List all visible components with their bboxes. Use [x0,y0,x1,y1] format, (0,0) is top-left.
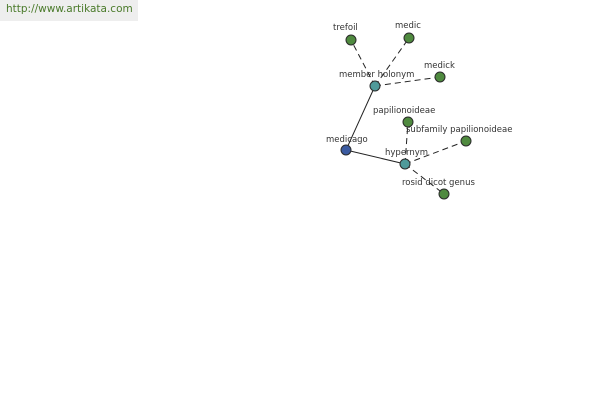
nodes-layer [340,32,472,200]
edges-layer [345,37,467,195]
node-label-trefoil[interactable]: trefoil [333,23,358,33]
node-label-member-holonym[interactable]: member holonym [339,70,414,80]
edge-hypernym-to-rosid-dicot-genus [404,163,445,195]
node-subfamily-papilionoideae[interactable] [460,135,472,147]
node-hypernym[interactable] [399,158,411,170]
node-rosid-dicot-genus[interactable] [438,188,450,200]
site-url-bar: http://www.artikata.com [0,0,138,21]
node-label-medicago[interactable]: medicago [326,135,368,145]
edge-hypernym-to-papilionoideae [404,121,409,165]
site-url-link[interactable]: http://www.artikata.com [6,3,133,15]
node-label-hypernym[interactable]: hypernym [385,148,428,158]
node-medic[interactable] [403,32,415,44]
node-label-papilionoideae[interactable]: papilionoideae [373,106,435,116]
labels-layer: medicago member holonym hypernym trefoil med… [326,21,512,188]
node-member-holonym[interactable] [369,80,381,92]
node-label-rosid-dicot-genus[interactable]: rosid dicot genus [402,178,475,188]
node-label-medic[interactable]: medic [395,21,421,31]
edge-member-holonym-to-trefoil [350,39,376,87]
edge-hypernym-to-subfamily-papilionoideae [404,140,467,165]
edge-member-holonym-to-medick [374,76,441,87]
edge-medicago-to-hypernym [345,149,406,165]
node-label-medick[interactable]: medick [424,61,455,71]
node-papilionoideae[interactable] [402,116,414,128]
node-trefoil[interactable] [345,34,357,46]
node-medicago[interactable] [340,144,352,156]
node-label-subfamily-papilionoideae[interactable]: subfamily papilionoideae [406,125,512,135]
edge-medicago-to-member-holonym [345,85,376,151]
node-medick[interactable] [434,71,446,83]
